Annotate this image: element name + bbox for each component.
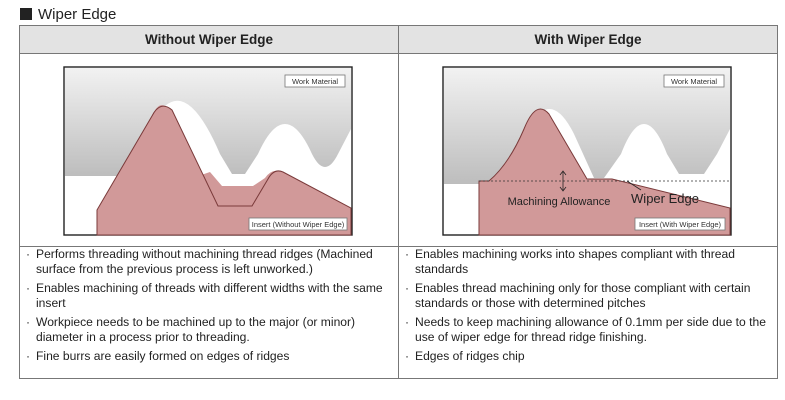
points-list-with: Enables machining works into shapes comp…: [399, 247, 777, 364]
diagram-row: Work Material Insert (Without Wiper Edge…: [19, 53, 778, 247]
list-item: Enables machining of threads with differ…: [26, 281, 390, 311]
header-without-wiper: Without Wiper Edge: [19, 25, 399, 54]
section-title: Wiper Edge: [20, 4, 116, 24]
list-item: Needs to keep machining allowance of 0.1…: [405, 315, 769, 345]
list-item: Enables thread machining only for those …: [405, 281, 769, 311]
section-title-text: Wiper Edge: [38, 5, 117, 23]
square-bullet-icon: [20, 8, 32, 20]
list-item: Fine burrs are easily formed on edges of…: [26, 349, 390, 364]
points-cell-without: Performs threading without machining thr…: [19, 246, 399, 379]
work-label-box: [663, 74, 725, 88]
insert-label-box: [248, 217, 348, 231]
points-list-without: Performs threading without machining thr…: [20, 247, 398, 364]
diagram-with-wiper: Machining Allowance Wiper Edge Work Mate…: [442, 66, 732, 236]
diagram-cell-with: Machining Allowance Wiper Edge Work Mate…: [398, 53, 778, 247]
wiper-pointer: [626, 180, 642, 191]
header-row: Without Wiper Edge With Wiper Edge: [19, 25, 778, 54]
list-item: Enables machining works into shapes comp…: [405, 247, 769, 277]
diagram-without-wiper: Work Material Insert (Without Wiper Edge…: [63, 66, 353, 236]
points-cell-with: Enables machining works into shapes comp…: [398, 246, 778, 379]
insert-label: Insert (Without Wiper Edge): [252, 220, 345, 229]
diagram-cell-without: Work Material Insert (Without Wiper Edge…: [19, 53, 399, 247]
work-label-box: [284, 74, 346, 88]
insert-label: Insert (With Wiper Edge): [639, 220, 722, 229]
work-label: Work Material: [671, 77, 717, 86]
wiper-edge-label: Wiper Edge: [631, 191, 699, 206]
work-label: Work Material: [292, 77, 338, 86]
insert-shape: [478, 108, 731, 236]
points-row: Performs threading without machining thr…: [19, 246, 778, 379]
comparison-table: Without Wiper Edge With Wiper Edge Work …: [19, 25, 778, 379]
allowance-arrows-icon: [559, 170, 567, 192]
machining-allowance-label: Machining Allowance: [508, 196, 611, 208]
list-item: Edges of ridges chip: [405, 349, 769, 364]
insert-outline: [96, 105, 352, 236]
header-with-wiper: With Wiper Edge: [398, 25, 778, 54]
list-item: Workpiece needs to be machined up to the…: [26, 315, 390, 345]
list-item: Performs threading without machining thr…: [26, 247, 390, 277]
insert-label-box: [634, 217, 726, 231]
